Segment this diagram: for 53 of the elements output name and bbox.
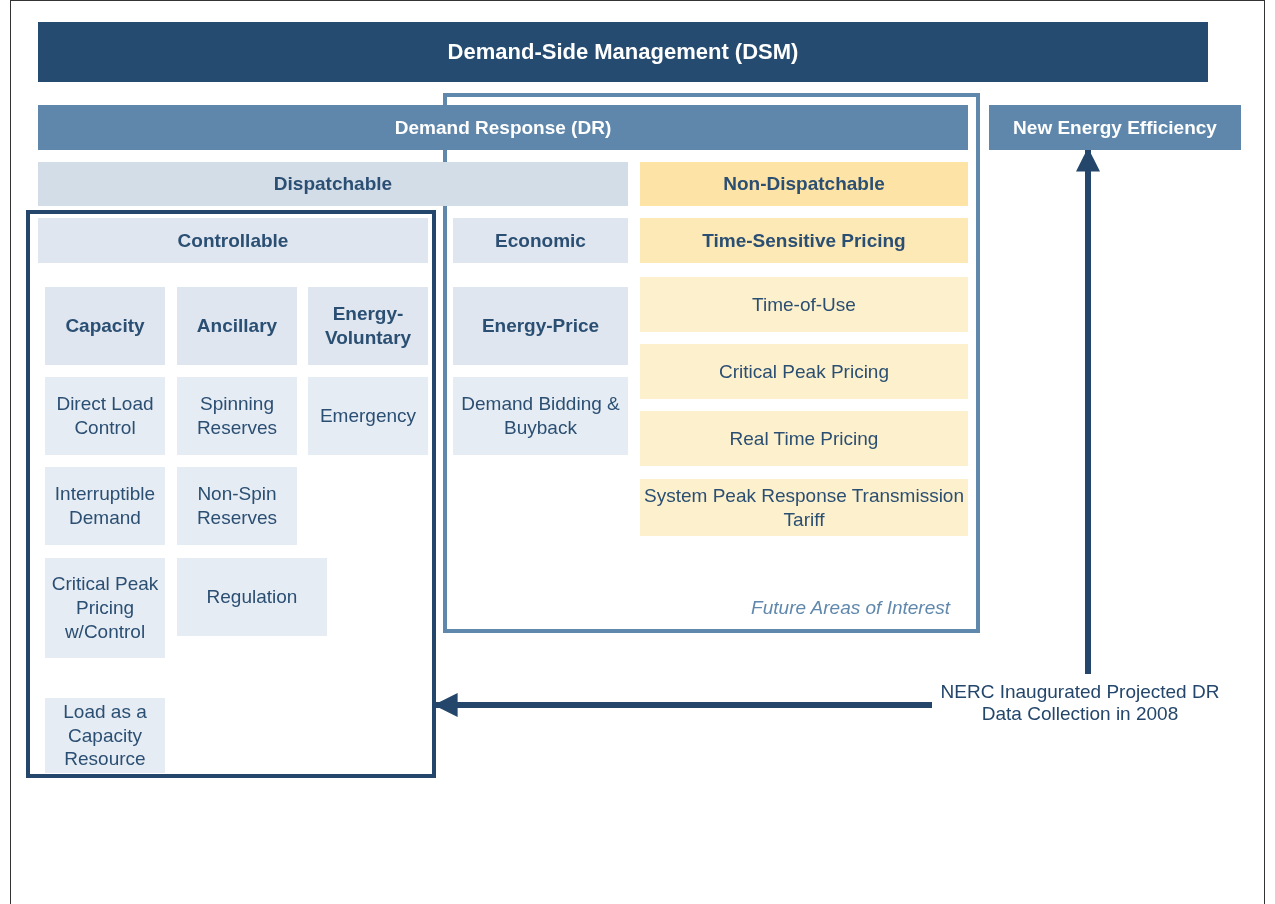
program-box — [640, 277, 968, 332]
program-label: Time-of-Use — [751, 292, 857, 317]
region-caption: Future Areas of Interest — [751, 597, 950, 619]
program-label: Real Time Pricing — [728, 426, 880, 451]
program-label: Critical Peak Pricing — [718, 359, 890, 384]
program-label: Interruptible Demand — [53, 482, 157, 530]
category-band — [38, 105, 968, 150]
program-label: Critical Peak Pricing w/Control — [50, 572, 160, 644]
category-label: Demand Response (DR) — [393, 115, 613, 140]
program-box — [45, 377, 165, 455]
category-box — [177, 287, 297, 365]
title-band — [38, 22, 1208, 82]
category-box — [45, 287, 165, 365]
category-band — [640, 218, 968, 263]
program-label: Emergency — [318, 404, 418, 428]
category-band — [38, 162, 628, 206]
program-box — [177, 558, 327, 636]
category-label: Dispatchable — [272, 172, 394, 196]
category-label: Controllable — [176, 228, 290, 253]
program-label: Non-Spin Reserves — [195, 482, 279, 530]
category-label: Energy-Price — [480, 314, 601, 338]
program-box — [453, 377, 628, 455]
program-label: Load as a Capacity Resource — [62, 699, 148, 772]
category-box — [308, 287, 428, 365]
program-label: Direct Load Control — [55, 392, 155, 440]
category-box — [453, 287, 628, 365]
category-label: Time-Sensitive Pricing — [701, 228, 907, 253]
annotation-text: NERC Inaugurated Projected DR Data Collection in 2008 — [930, 672, 1230, 734]
category-band — [989, 105, 1241, 150]
category-label: New Energy Efficiency — [1012, 115, 1218, 140]
category-band — [640, 162, 968, 206]
program-box — [640, 411, 968, 466]
group-outline — [26, 210, 436, 778]
category-label: Demand-Side Management (DSM) — [446, 38, 800, 66]
arrow — [433, 693, 932, 717]
program-label: Regulation — [205, 585, 299, 609]
program-box — [640, 344, 968, 399]
category-label: Non-Dispatchable — [722, 172, 886, 196]
program-box — [177, 467, 297, 545]
category-box — [453, 218, 628, 263]
category-label: Energy-Voluntary — [323, 302, 413, 350]
category-label: Ancillary — [195, 314, 279, 338]
category-box — [38, 218, 428, 263]
program-box — [177, 377, 297, 455]
program-label: Spinning Reserves — [195, 392, 279, 440]
program-box — [308, 377, 428, 455]
program-box — [45, 558, 165, 658]
program-box — [45, 698, 165, 773]
category-label: Economic — [494, 228, 587, 253]
category-label: Capacity — [64, 314, 146, 338]
program-box — [45, 467, 165, 545]
program-label: Demand Bidding & Buyback — [460, 392, 621, 440]
program-label: System Peak Response Transmission Tariff — [643, 483, 965, 532]
